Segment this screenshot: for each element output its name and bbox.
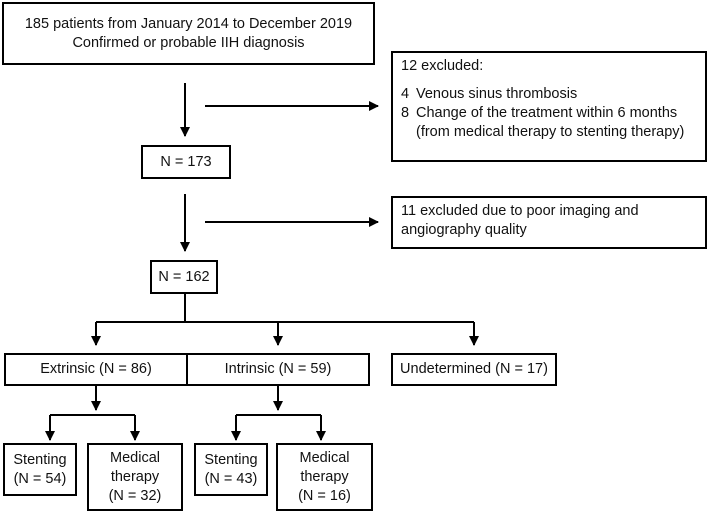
exclusion-item: 8 Change of the treatment within 6 month…	[401, 104, 705, 142]
exclusion-1-title: 12 excluded:	[401, 58, 484, 74]
outcome-count: (N = 43)	[204, 470, 258, 487]
exclusion-item-count: 8	[401, 105, 410, 121]
extrinsic-label: Extrinsic (N = 86)	[40, 361, 152, 377]
outcome-count: (N = 54)	[13, 470, 67, 487]
exclusion-2-line-1: 11 excluded due to poor imaging and	[401, 203, 639, 219]
exclusion-box-1: 12 excluded: 4 Venous sinus thrombosis 8…	[391, 51, 707, 162]
start-line-2: Confirmed or probable IIH diagnosis	[72, 34, 305, 51]
intrinsic-medical-box: Medical therapy (N = 16)	[276, 443, 373, 511]
extrinsic-box: Extrinsic (N = 86)	[4, 353, 188, 386]
outcome-line: therapy	[300, 468, 349, 485]
exclusion-item: 4 Venous sinus thrombosis	[401, 85, 705, 104]
exclusion-item-text: Change of the treatment within 6 months	[416, 105, 678, 121]
intrinsic-box: Intrinsic (N = 59)	[186, 353, 370, 386]
outcome-line: Medical	[299, 449, 350, 466]
undetermined-label: Undetermined (N = 17)	[400, 361, 548, 377]
intrinsic-stenting-box: Stenting (N = 43)	[194, 443, 268, 496]
n162-label: N = 162	[158, 268, 210, 285]
start-box: 185 patients from January 2014 to Decemb…	[2, 2, 375, 65]
outcome-line: therapy	[110, 468, 160, 485]
exclusion-2-line-2: angiography quality	[401, 222, 527, 238]
outcome-line: Medical	[110, 449, 160, 466]
exclusion-item-count: 4	[401, 86, 410, 102]
exclusion-box-2: 11 excluded due to poor imaging and angi…	[391, 196, 707, 249]
undetermined-box: Undetermined (N = 17)	[391, 353, 557, 386]
n173-label: N = 173	[160, 153, 212, 170]
exclusion-item-text: Venous sinus thrombosis	[416, 86, 578, 102]
outcome-line: Stenting	[204, 451, 258, 468]
extrinsic-medical-box: Medical therapy (N = 32)	[87, 443, 183, 511]
n162-box: N = 162	[150, 260, 218, 294]
intrinsic-label: Intrinsic (N = 59)	[224, 361, 332, 377]
exclusion-item-text: (from medical therapy to stenting therap…	[416, 124, 685, 140]
outcome-count: (N = 32)	[108, 487, 162, 504]
start-line-1: 185 patients from January 2014 to Decemb…	[24, 15, 353, 32]
outcome-line: Stenting	[13, 451, 67, 468]
n173-box: N = 173	[141, 145, 231, 179]
outcome-count: (N = 16)	[298, 487, 351, 504]
extrinsic-stenting-box: Stenting (N = 54)	[3, 443, 77, 496]
